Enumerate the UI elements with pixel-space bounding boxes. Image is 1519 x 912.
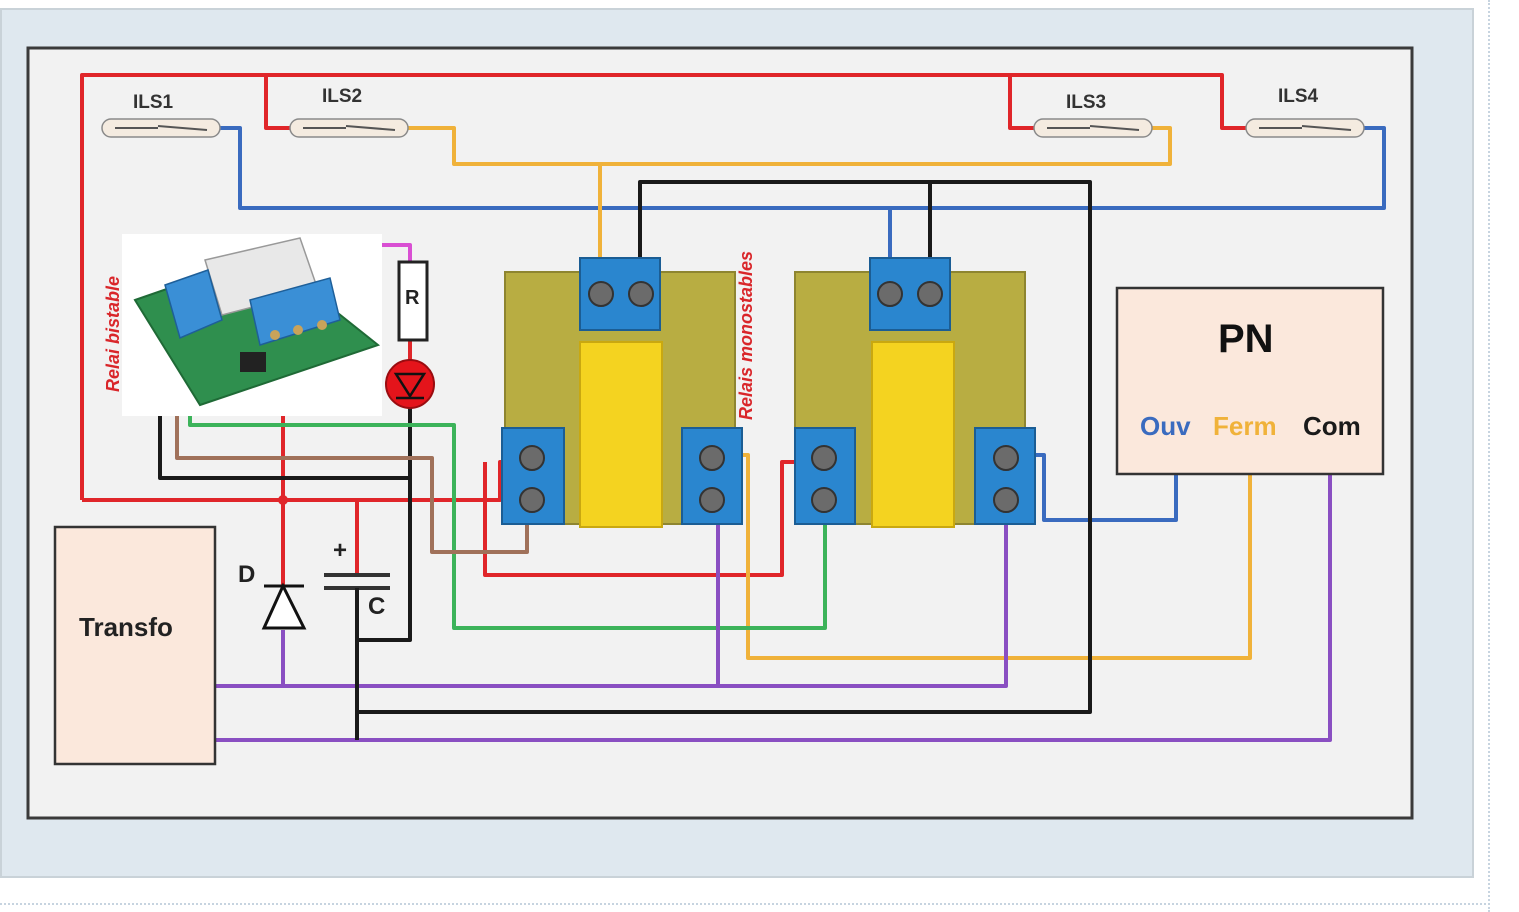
reed-switch-3 bbox=[1033, 118, 1153, 138]
wire-purple-1 bbox=[215, 490, 1008, 688]
wire-red-cap bbox=[283, 498, 359, 575]
wire-brown bbox=[175, 330, 529, 554]
capacitor-label: C bbox=[368, 593, 385, 620]
monostable-label: Relais monostables bbox=[736, 251, 756, 420]
led bbox=[385, 359, 435, 409]
wire-blue bbox=[218, 126, 1386, 210]
resistor bbox=[397, 260, 429, 342]
monostable-relay-1 bbox=[501, 257, 743, 528]
reed-switch-1 bbox=[101, 118, 221, 138]
monostable-relay-2 bbox=[794, 257, 1036, 528]
wire-black-loop bbox=[355, 180, 1092, 714]
ils3-label: ILS3 bbox=[1066, 92, 1106, 113]
wire-red-ils3 bbox=[1008, 75, 1036, 130]
transfo-label: Transfo bbox=[79, 612, 173, 642]
bottom-gutter bbox=[0, 903, 1490, 907]
wire-red-top bbox=[80, 73, 1248, 500]
capacitor-polarity: + bbox=[333, 537, 347, 564]
wires bbox=[80, 73, 1386, 742]
ils4-label: ILS4 bbox=[1278, 86, 1319, 107]
pn-title: PN bbox=[1218, 317, 1274, 361]
diode-label: D bbox=[238, 561, 255, 588]
reed-switch-2 bbox=[289, 118, 409, 138]
ils2-label: ILS2 bbox=[322, 86, 362, 107]
wire-purple-com bbox=[215, 474, 1332, 742]
capacitor bbox=[324, 573, 390, 600]
diode bbox=[261, 582, 307, 630]
bistable-label: Relai bistable bbox=[103, 276, 123, 392]
pn-ferm-label: Ferm bbox=[1213, 411, 1277, 441]
pn-ouv-label: Ouv bbox=[1140, 411, 1191, 441]
junction-dot bbox=[278, 495, 288, 505]
resistor-label: R bbox=[405, 287, 420, 309]
wire-orange-top bbox=[404, 126, 1172, 166]
pn-box bbox=[1115, 286, 1385, 476]
transfo-box bbox=[53, 525, 217, 766]
wire-red-ils2 bbox=[264, 75, 292, 130]
bistable-relay-module bbox=[122, 234, 382, 416]
pn-com-label: Com bbox=[1303, 411, 1361, 441]
reed-switch-4 bbox=[1245, 118, 1365, 138]
right-gutter bbox=[1488, 0, 1492, 912]
ils1-label: ILS1 bbox=[133, 92, 174, 113]
